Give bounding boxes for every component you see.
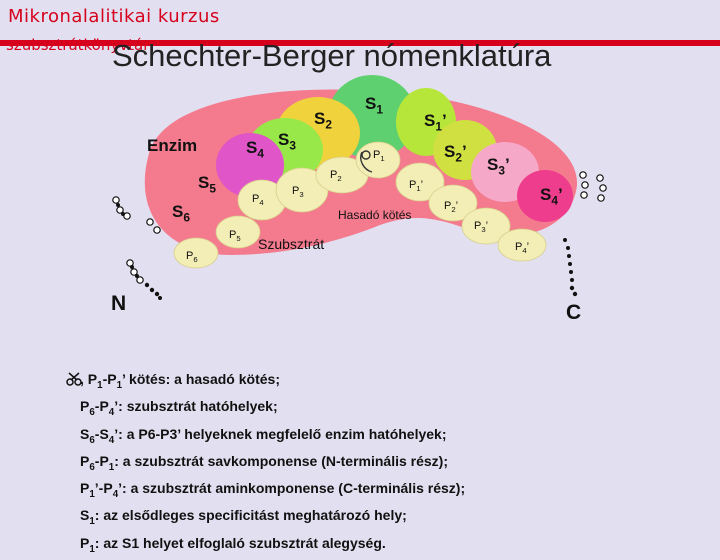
legend-list: , P1-P1’ kötés: a hasadó kötés; P6-P4’: s…: [80, 369, 465, 560]
residue-p6: [173, 237, 219, 269]
subsite-s3p-label: S3’: [487, 155, 510, 178]
cleavage-label: Hasadó kötés: [338, 208, 412, 222]
scissors-icon: [66, 372, 82, 386]
subsite-s1-label: S1: [365, 94, 383, 117]
cleavage-mark-icon: [361, 150, 371, 160]
legend-item: , P1-P1’ kötés: a hasadó kötés;: [80, 371, 280, 391]
residue-p3-label: P3: [292, 185, 304, 200]
subsite-s4p-pocket: [517, 170, 573, 222]
subsite-s1p-label: S1’: [424, 111, 447, 134]
residue-p2-label: P2: [330, 169, 342, 184]
residue-p5-label: P5: [229, 229, 241, 244]
legend-item: S6-S4’: a P6-P3’ helyeknek megfelelő enz…: [80, 425, 447, 446]
cleavage-marker: [360, 151, 373, 173]
legend-item: P6-P1: a szubsztrát savkomponense (N-ter…: [80, 452, 449, 473]
legend-item: P1: az S1 helyet elfoglaló szubsztrát al…: [80, 534, 386, 555]
subsite-s6-label: S6: [172, 202, 190, 225]
library-label: szubsztrátkönyvtár: [6, 36, 150, 54]
residue-p5: [215, 215, 261, 249]
residue-p1p-label: P1’: [409, 179, 424, 194]
n-terminus-label: N: [111, 292, 127, 315]
residue-p3p-label: P3’: [474, 220, 489, 235]
residue-p2p: [428, 184, 478, 222]
residue-p3p: [461, 207, 511, 245]
subsite-s4p-label: S4’: [540, 185, 563, 208]
c-terminus-label: C: [566, 301, 582, 324]
residue-p2p-label: P2’: [444, 200, 459, 215]
legend-item: P6-P4’: szubsztrát hatóhelyek;: [80, 398, 278, 419]
residue-p4-label: P4: [252, 193, 264, 208]
course-title: Mikronalalitikai kurzus: [8, 6, 220, 27]
enzyme-label: Enzim: [147, 136, 198, 155]
chain-dots: [112, 171, 607, 284]
residue-p4p-label: P4’: [515, 241, 530, 256]
substrate-label: Szubsztrát: [258, 236, 325, 252]
residue-p6-label: P6: [186, 250, 198, 265]
residue-p1p: [395, 162, 445, 202]
slide-title: Schechter-Berger nómenklatúra: [112, 38, 552, 73]
chain-dots-solid: [116, 203, 578, 300]
residue-p4p: [497, 228, 547, 262]
subsite-s4-label: S4: [246, 138, 264, 161]
legend-item: P1’-P4’: a szubsztrát aminkomponense (C-…: [80, 480, 466, 500]
subsite-s2p-label: S2’: [444, 142, 467, 165]
legend-item: S1: az elsődleges specificitást meghatár…: [80, 507, 407, 528]
nomenclature-diagram: [112, 75, 607, 300]
subsite-s5-label: S5: [198, 173, 216, 196]
header-divider: [0, 40, 720, 46]
subsite-s3-label: S3: [278, 130, 296, 153]
subsite-s2-label: S2: [314, 109, 332, 132]
residue-p1-label: P1: [373, 149, 385, 164]
